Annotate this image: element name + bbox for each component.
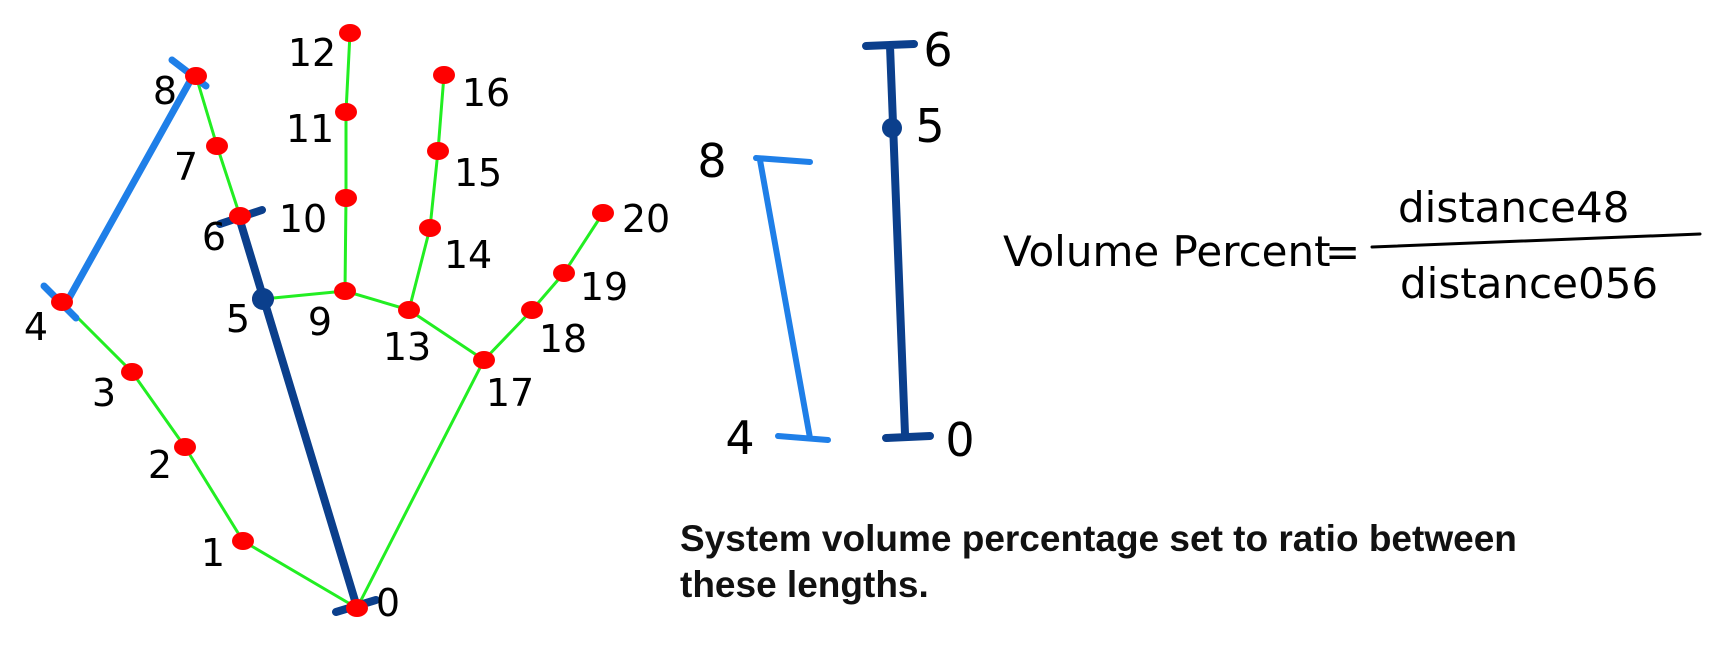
landmark-label-10: 10 [279,197,327,241]
landmark-label-18: 18 [539,317,587,361]
landmark-label-7: 7 [174,145,198,189]
formula-denominator: distance056 [1400,259,1658,308]
formula-lhs: Volume Percent [1003,227,1331,276]
joint-11 [335,103,357,121]
landmark-label-16: 16 [462,71,510,115]
formula-fraction-bar [1370,232,1702,249]
formula-equals: = [1325,227,1360,276]
bone-9-10 [343,196,348,293]
joint-3 [121,363,143,381]
joint-4 [51,293,73,311]
joint-16 [433,66,455,84]
measure-6-0 [216,206,380,616]
bone-14-15 [428,149,440,230]
landmark-label-13: 13 [383,325,431,369]
bone-11-12 [344,31,352,114]
segment-056-label-mid: 5 [915,99,944,153]
landmark-label-1: 1 [201,531,225,575]
joint-8 [185,67,207,85]
joint-7 [206,137,228,155]
segment-48-label-bottom: 4 [725,411,754,465]
joint-0 [346,599,368,617]
segment-distance48: 8 4 [697,134,831,465]
joint-1 [232,532,254,550]
joint-17 [473,351,495,369]
joint-12 [339,24,361,42]
landmark-label-5: 5 [226,297,250,341]
landmark-label-11: 11 [286,107,334,151]
segment-48-label-top: 8 [697,134,726,188]
joint-5-marker [252,288,274,310]
landmark-label-12: 12 [288,31,336,75]
bone-17-18 [482,308,534,362]
segment-056-label-bottom: 0 [945,413,974,467]
joint-2 [174,438,196,456]
bone-0-17 [355,358,486,610]
segment-48-line [753,155,831,443]
caption-line-2: these lengths. [680,564,929,605]
landmark-label-14: 14 [444,233,492,277]
bone-2-3 [130,370,187,449]
joint-13 [398,301,420,319]
segment-distance056: 6 5 0 [862,23,975,467]
bone-0-1 [241,539,359,610]
joint-10 [335,189,357,207]
joint-9 [334,282,356,300]
bone-1-2 [183,445,245,543]
landmark-label-4: 4 [24,305,48,349]
joint-6 [229,207,251,225]
bone-9-13 [343,289,411,312]
segment-056-midpoint [882,118,902,138]
landmark-label-20: 20 [622,197,670,241]
landmark-label-2: 2 [148,443,172,487]
volume-formula: Volume Percent = distance48 distance056 [1003,183,1702,308]
landmark-label-0: 0 [376,581,400,625]
bone-7-8 [194,74,219,148]
joint-14 [419,219,441,237]
caption: System volume percentage set to ratio be… [680,518,1517,605]
bone-5-9 [261,289,347,301]
bone-6-7 [215,144,242,218]
landmark-label-6: 6 [202,215,226,259]
bone-13-14 [407,226,432,312]
joint-18 [521,301,543,319]
bone-19-20 [562,211,605,275]
landmark-label-9: 9 [308,300,332,344]
joint-20 [592,204,614,222]
bone-13-17 [407,308,486,362]
landmark-label-15: 15 [454,151,502,195]
segment-056-line [862,40,934,442]
joint-15 [427,142,449,160]
bone-15-16 [436,73,446,153]
measure-4-8 [40,56,210,322]
caption-line-1: System volume percentage set to ratio be… [680,518,1517,559]
landmark-label-8: 8 [153,69,177,113]
joint-19 [553,264,575,282]
hand-landmark-joints [51,24,614,617]
landmark-label-19: 19 [580,265,628,309]
landmark-label-3: 3 [92,371,116,415]
formula-numerator: distance48 [1398,183,1629,232]
segment-056-label-top: 6 [923,23,952,77]
landmark-label-17: 17 [486,371,534,415]
